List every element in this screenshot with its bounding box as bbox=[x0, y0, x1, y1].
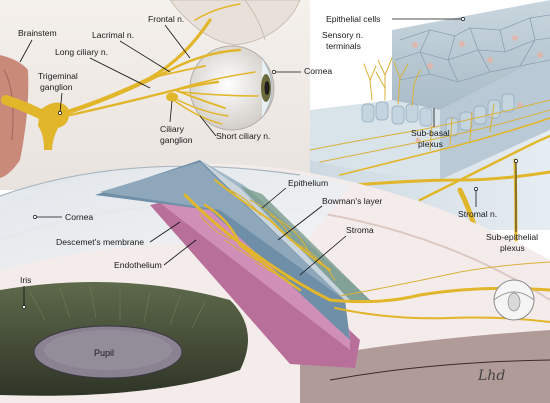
label-descemets-membrane: Descemet's membrane bbox=[56, 237, 144, 247]
label-sensory: Sensory n. bbox=[322, 30, 363, 40]
label-long-ciliary-nerve: Long ciliary n. bbox=[55, 47, 108, 57]
eyeball bbox=[189, 45, 275, 131]
label-subepithelial-2: plexus bbox=[500, 243, 525, 253]
label-ciliary-2: ganglion bbox=[160, 135, 193, 145]
sensory-nerve-terminals bbox=[363, 57, 421, 107]
label-brainstem: Brainstem bbox=[18, 28, 57, 38]
label-sensory-2: terminals bbox=[326, 41, 361, 51]
label-stromal-nerve: Stromal n. bbox=[458, 209, 497, 219]
label-bowmans-layer: Bowman's layer bbox=[322, 196, 383, 206]
label-epithelium: Epithelium bbox=[288, 178, 328, 188]
label-lacrimal-nerve: Lacrimal n. bbox=[92, 30, 134, 40]
label-trigeminal: Trigeminal bbox=[38, 71, 78, 81]
artist-signature: Lhd bbox=[477, 368, 505, 384]
label-stroma: Stroma bbox=[346, 225, 374, 235]
label-frontal-nerve: Frontal n. bbox=[148, 14, 184, 24]
label-pupil: Pupil bbox=[94, 348, 114, 358]
label-cornea-top: Cornea bbox=[304, 66, 332, 76]
label-subepithelial: Sub-epithelial bbox=[486, 232, 538, 242]
label-trigeminal-2: ganglion bbox=[40, 82, 73, 92]
label-subbasal-2: plexus bbox=[418, 139, 443, 149]
label-short-ciliary-nerve: Short ciliary n. bbox=[216, 131, 270, 141]
eye-orientation-icon bbox=[493, 279, 535, 321]
label-iris: Iris bbox=[20, 275, 31, 285]
label-cornea-main: Cornea bbox=[65, 212, 93, 222]
label-epithelial-cells: Epithelial cells bbox=[326, 14, 380, 24]
label-ciliary: Ciliary bbox=[160, 124, 185, 134]
brainstem-shape bbox=[0, 55, 29, 178]
label-endothelium: Endothelium bbox=[114, 260, 162, 270]
label-subbasal: Sub-basal bbox=[411, 128, 450, 138]
